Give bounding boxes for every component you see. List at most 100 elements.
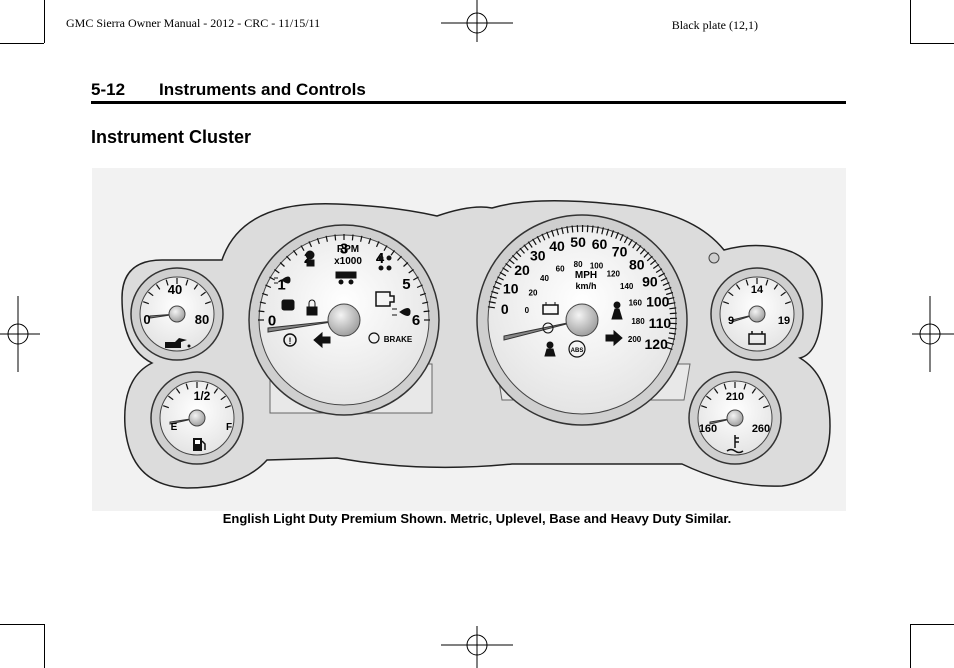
- crop-mark: [910, 0, 911, 43]
- tick-mark: [205, 383, 209, 390]
- tick-mark: [258, 310, 265, 313]
- tick-mark: [632, 241, 638, 249]
- tick-mark: [316, 238, 320, 245]
- tick-mark: [784, 301, 792, 305]
- tick-mark: [668, 332, 677, 335]
- speedo-mph-label-0: 0: [501, 301, 509, 317]
- tick-mark: [375, 241, 380, 248]
- oil-mid-label: 40: [168, 282, 182, 297]
- speedo-kmh-label-1: 20: [529, 289, 538, 298]
- volt-max-label: 19: [778, 315, 790, 327]
- tick-mark: [706, 395, 712, 401]
- crop-mark: [910, 43, 954, 44]
- tick-mark: [745, 279, 749, 286]
- tick-mark: [489, 295, 497, 299]
- temp-mid-label: 210: [726, 391, 744, 403]
- tick-mark: [162, 405, 170, 409]
- tick-mark: [515, 251, 522, 258]
- turn-right-arrow-icon: [605, 329, 623, 347]
- speedo-kmh-label-9: 180: [631, 317, 645, 326]
- tach-label-5: 5: [402, 276, 410, 293]
- tick-mark: [494, 281, 502, 285]
- tick-mark: [591, 225, 594, 233]
- tach-label-1: 1: [277, 276, 285, 293]
- tick-mark: [667, 297, 675, 300]
- tick-mark: [155, 284, 161, 290]
- check-engine-icon: [375, 291, 395, 307]
- crop-mark: [910, 624, 911, 668]
- tick-mark: [274, 269, 280, 274]
- tick-mark: [200, 291, 206, 297]
- speedo-kmh-unit: km/h: [575, 281, 596, 291]
- traction-control-icon: [281, 299, 295, 311]
- oil-can-icon: [165, 338, 191, 348]
- svg-text:!: !: [289, 336, 292, 346]
- tick-mark: [175, 388, 181, 394]
- security-lock-icon: [306, 299, 318, 316]
- tick-mark: [499, 271, 507, 277]
- tick-mark: [416, 284, 423, 289]
- tick-mark: [185, 279, 189, 286]
- page-title: Instrument Cluster: [91, 127, 252, 147]
- tick-mark: [300, 245, 305, 251]
- gauge-tick-marks: [142, 224, 792, 409]
- tick-mark: [360, 235, 363, 242]
- figure-caption: English Light Duty Premium Shown. Metric…: [222, 511, 732, 526]
- tick-mark: [619, 234, 624, 241]
- tick-mark: [660, 277, 668, 282]
- tick-mark: [758, 395, 764, 401]
- tick-mark: [193, 284, 199, 290]
- speedo-kmh-label-0: 0: [525, 306, 530, 315]
- tick-mark: [601, 227, 604, 235]
- speedo-mph-label-12: 120: [645, 336, 669, 352]
- tick-mark: [351, 234, 354, 241]
- speedo-mph-label-9: 90: [642, 274, 658, 290]
- tick-mark: [383, 245, 388, 251]
- tick-mark: [596, 226, 599, 234]
- tick-mark: [664, 286, 672, 291]
- tick-mark: [403, 262, 409, 267]
- abs-label: ABS: [571, 348, 584, 354]
- tick-mark: [397, 255, 402, 261]
- tick-mark: [773, 284, 779, 290]
- crop-mark: [0, 624, 44, 625]
- tick-mark: [669, 312, 677, 315]
- cruise-control-icon: [542, 322, 554, 334]
- tick-mark: [532, 238, 537, 246]
- speedo-mph-label-1: 10: [503, 280, 519, 296]
- tick-mark: [765, 279, 769, 286]
- tick-mark: [419, 292, 426, 296]
- temp-min-label: 160: [699, 423, 717, 435]
- tick-mark: [224, 405, 232, 409]
- tick-mark: [536, 236, 542, 243]
- tick-mark: [668, 302, 676, 305]
- turn-left-arrow-icon: [313, 331, 331, 349]
- speedo-kmh-label-4: 80: [574, 260, 583, 269]
- tick-mark: [605, 228, 610, 236]
- headlamp-icon: [274, 276, 291, 284]
- tick-mark: [639, 248, 646, 255]
- tow-haul-icon: [335, 271, 357, 285]
- speedo-kmh-label-3: 60: [556, 264, 565, 273]
- fuel-full-label: F: [226, 422, 232, 433]
- tick-mark: [628, 239, 633, 246]
- crop-mark: [0, 43, 44, 44]
- trip-reset-button[interactable]: [708, 252, 720, 264]
- speedo-warning-icons: [542, 301, 623, 358]
- volt-min-label: 9: [728, 315, 734, 327]
- speedo-kmh-label-5: 100: [590, 262, 604, 271]
- oil-min-label: 0: [143, 312, 150, 327]
- tick-mark: [571, 225, 574, 233]
- tick-mark: [185, 383, 189, 390]
- tick-mark: [508, 258, 515, 265]
- tick-mark: [505, 263, 512, 269]
- fuel-empty-label: E: [171, 422, 178, 433]
- tick-mark: [390, 250, 395, 256]
- tick-mark: [148, 291, 154, 297]
- header-doc-id: GMC Sierra Owner Manual - 2012 - CRC - 1…: [66, 16, 321, 30]
- speedo-kmh-label-8: 160: [629, 299, 643, 308]
- crop-mark: [910, 624, 954, 625]
- tick-mark: [556, 228, 560, 236]
- tick-mark: [546, 231, 550, 239]
